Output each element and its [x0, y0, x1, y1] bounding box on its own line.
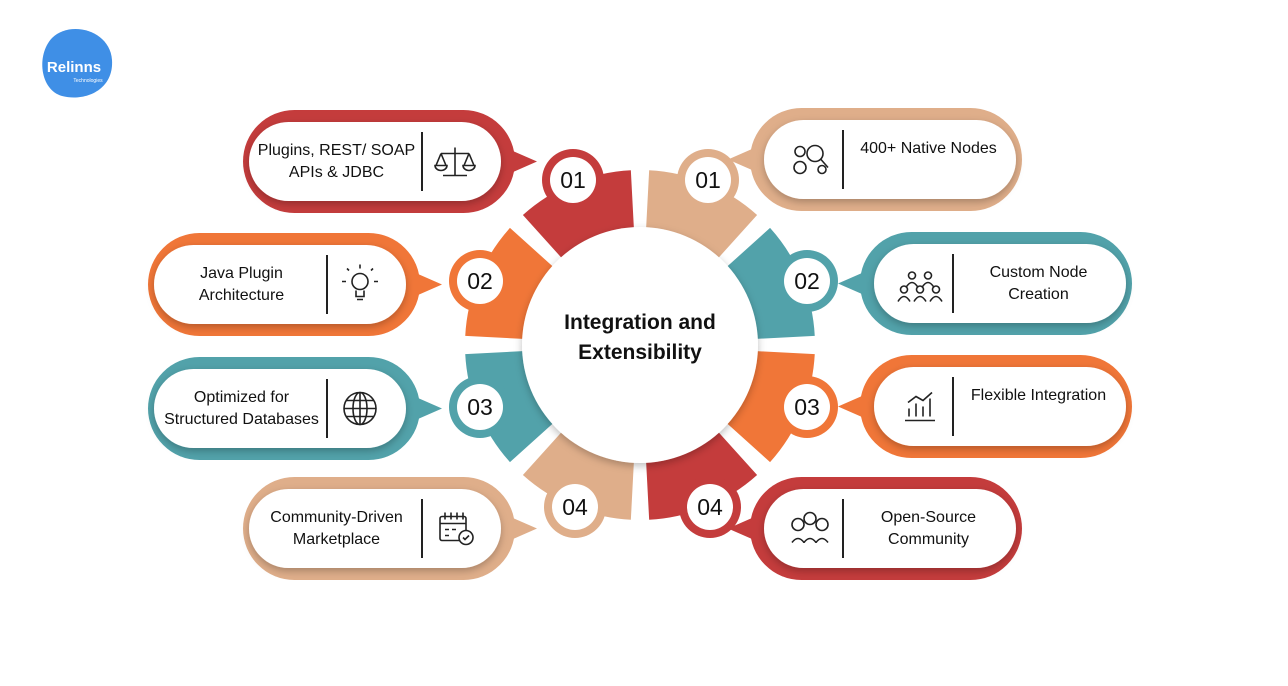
step-number: 03	[794, 394, 820, 420]
step-number: 01	[695, 167, 721, 193]
card-label: Open-Source Community	[880, 508, 977, 548]
card-left-03	[148, 357, 442, 460]
card-label: Custom Node Creation	[989, 263, 1088, 303]
calendar-check-icon	[439, 512, 474, 546]
card-label: Java Plugin Architecture	[198, 264, 285, 304]
chart-icon	[905, 391, 935, 422]
gears-search-icon	[793, 144, 829, 175]
card-right-01	[728, 108, 1022, 211]
lightbulb-icon	[342, 264, 378, 301]
community-share-icon	[791, 511, 829, 544]
logo: Relinns Technologies	[42, 29, 113, 98]
card-label: 400+ Native Nodes	[860, 139, 997, 157]
card-left-01	[243, 110, 537, 213]
globe-icon	[343, 391, 377, 426]
card-right-03	[838, 355, 1132, 458]
scale-icon	[434, 147, 476, 177]
card-label: Flexible Integration	[970, 386, 1107, 404]
step-number: 01	[560, 167, 586, 193]
team-icon	[897, 271, 943, 302]
card-label: Plugins, REST/ SOAP APIs & JDBC	[257, 141, 416, 181]
svg-text:Relinns: Relinns	[47, 59, 101, 76]
svg-text:Technologies: Technologies	[73, 78, 103, 84]
step-number: 02	[794, 268, 820, 294]
card-label: Community-Driven Marketplace	[270, 508, 403, 548]
step-number: 03	[467, 394, 493, 420]
card-right-02	[838, 232, 1132, 335]
card-right-04	[728, 477, 1022, 580]
cards	[148, 108, 1132, 580]
center-title: Integration and Extensibility	[564, 311, 716, 364]
card-left-04	[243, 477, 537, 580]
step-number: 04	[562, 494, 588, 520]
card-label: Optimized for Structured Databases	[164, 388, 319, 428]
step-number: 04	[697, 494, 723, 520]
center-circle	[522, 227, 758, 463]
step-number: 02	[467, 268, 493, 294]
card-left-02	[148, 233, 442, 336]
